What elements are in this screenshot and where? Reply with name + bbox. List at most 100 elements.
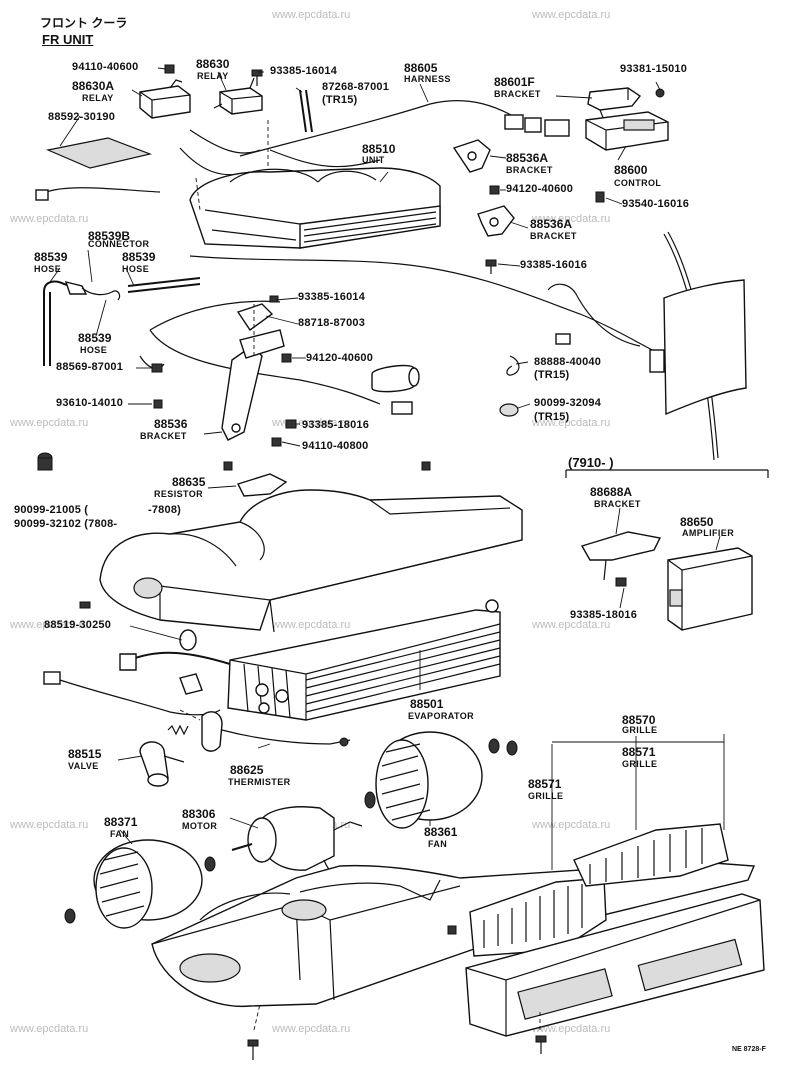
part-label[interactable]: 93610-14010 [56,397,124,409]
relay-88630 [213,77,263,115]
part-label[interactable]: 88510 [362,142,396,156]
part-label[interactable]: 88571 [528,777,562,791]
part-desc: -7808) [148,504,181,516]
part-desc: FAN [110,829,130,839]
part-desc: RESISTOR [154,489,204,499]
relay-88630a [139,79,191,119]
part-label[interactable]: 88688A [590,485,633,499]
part-label[interactable]: 88306 [182,807,216,821]
part-label[interactable]: 88539B [88,229,131,243]
part-label[interactable]: 88635 [172,475,206,489]
watermark: www.epcdata.ru [272,619,351,631]
watermark: www.epcdata.ru [10,213,89,225]
watermark: www.epcdata.ru [532,1023,611,1035]
part-label[interactable]: 88536 [154,417,188,431]
part-label[interactable]: 94110-40600 [72,61,139,73]
watermark: www.epcdata.ru [532,213,611,225]
part-label[interactable]: 93385-16016 [520,259,588,271]
part-desc: GRILLE [622,725,658,735]
part-label[interactable]: 88539 [34,250,68,264]
bracket-88536 [221,329,285,441]
part-label[interactable]: 88630A [72,79,115,93]
part-label[interactable]: 88625 [230,763,264,777]
part-label[interactable]: 88888-40040 [534,356,602,368]
part-desc: FAN [428,839,448,849]
part-label[interactable]: 88539 [122,250,156,264]
part-desc: EVAPORATOR [408,711,475,721]
evaporator-88501 [227,599,501,721]
part-desc: AMPLIFIER [682,528,735,538]
grille-88570 [573,823,729,887]
part-desc: BRACKET [506,165,553,175]
part-label[interactable]: 88570 [622,713,656,727]
part-desc: CONTROL [614,178,662,188]
part-desc: BRACKET [594,499,641,509]
part-label[interactable]: 88515 [68,747,102,761]
part-desc: (TR15) [534,411,570,423]
part-desc: CONNECTOR [88,239,150,249]
inset-range: (7910- ) [568,455,614,470]
watermark: www.epcdata.ru [532,9,611,21]
part-label[interactable]: 88650 [680,515,714,529]
upper-case [99,489,523,633]
part-desc: HOSE [34,264,62,274]
part-label[interactable]: 93385-18016 [302,419,370,431]
part-desc: MOTOR [182,821,218,831]
part-label[interactable]: 88361 [424,825,458,839]
front-bezel [465,893,765,1037]
part-label[interactable]: 88569-87001 [56,361,124,373]
part-label[interactable]: 88519-30250 [44,619,112,631]
part-label[interactable]: 88536A [530,217,573,231]
grille-88571-left [469,877,607,957]
watermark: www.epcdata.ru [532,619,611,631]
nut-icon [164,64,175,74]
unit-88510 [189,167,441,249]
watermark: www.epcdata.ru [272,9,351,21]
valve-88515 [139,741,185,787]
part-label[interactable]: 88718-87003 [298,317,366,329]
part-label[interactable]: 88536A [506,151,549,165]
part-desc: RELAY [82,93,114,103]
part-desc: VALVE [68,761,99,771]
part-label[interactable]: 94110-40800 [302,440,369,452]
part-label[interactable]: 88600 [614,163,648,177]
part-label[interactable]: 88371 [104,815,138,829]
part-label[interactable]: 88571 [622,745,656,759]
part-desc: THERMISTER [228,777,291,787]
fan-88371 [93,839,203,929]
part-label[interactable]: 93385-16014 [270,65,338,77]
part-label[interactable]: 90099-32094 [534,397,602,409]
watermark: www.epcdata.ru [532,417,611,429]
part-label[interactable]: 93540-16016 [622,198,690,210]
part-label[interactable]: 94120-40600 [306,352,374,364]
part-desc: GRILLE [622,759,658,769]
part-label[interactable]: 93381-15010 [620,63,688,75]
part-label[interactable]: 88601F [494,75,535,89]
watermark: www.epcdata.ru [272,417,351,429]
page-title-jp: フロント クーラ [40,16,128,30]
part-label[interactable]: 88605 [404,61,438,75]
watermark: www.epcdata.ru [10,819,89,831]
part-desc: HOSE [122,264,150,274]
watermark: www.epcdata.ru [10,619,89,631]
control-unit-88600 [585,111,669,151]
part-label[interactable]: 94120-40600 [506,183,574,195]
part-desc: (TR15) [534,369,570,381]
part-label[interactable]: 90099-21005 ( [14,504,89,516]
figure-code: NE 8728-F [732,1046,766,1053]
part-label[interactable]: 88501 [410,697,444,711]
part-label[interactable]: 88592-30190 [48,111,116,123]
watermark: www.epcdata.ru [10,417,89,429]
part-label[interactable]: 93385-16014 [298,291,366,303]
inset-amplifier-box [565,469,769,631]
part-label[interactable]: 88539 [78,331,112,345]
part-label[interactable]: 90099-32102 (7808- [14,518,118,530]
watermark: www.epcdata.ru [10,1023,89,1035]
part-label[interactable]: 88630 [196,57,230,71]
fan-88361 [375,731,483,829]
part-label[interactable]: 87268-87001 [322,81,390,93]
motor-88306 [231,806,363,877]
part-label[interactable]: 93385-18016 [570,609,638,621]
